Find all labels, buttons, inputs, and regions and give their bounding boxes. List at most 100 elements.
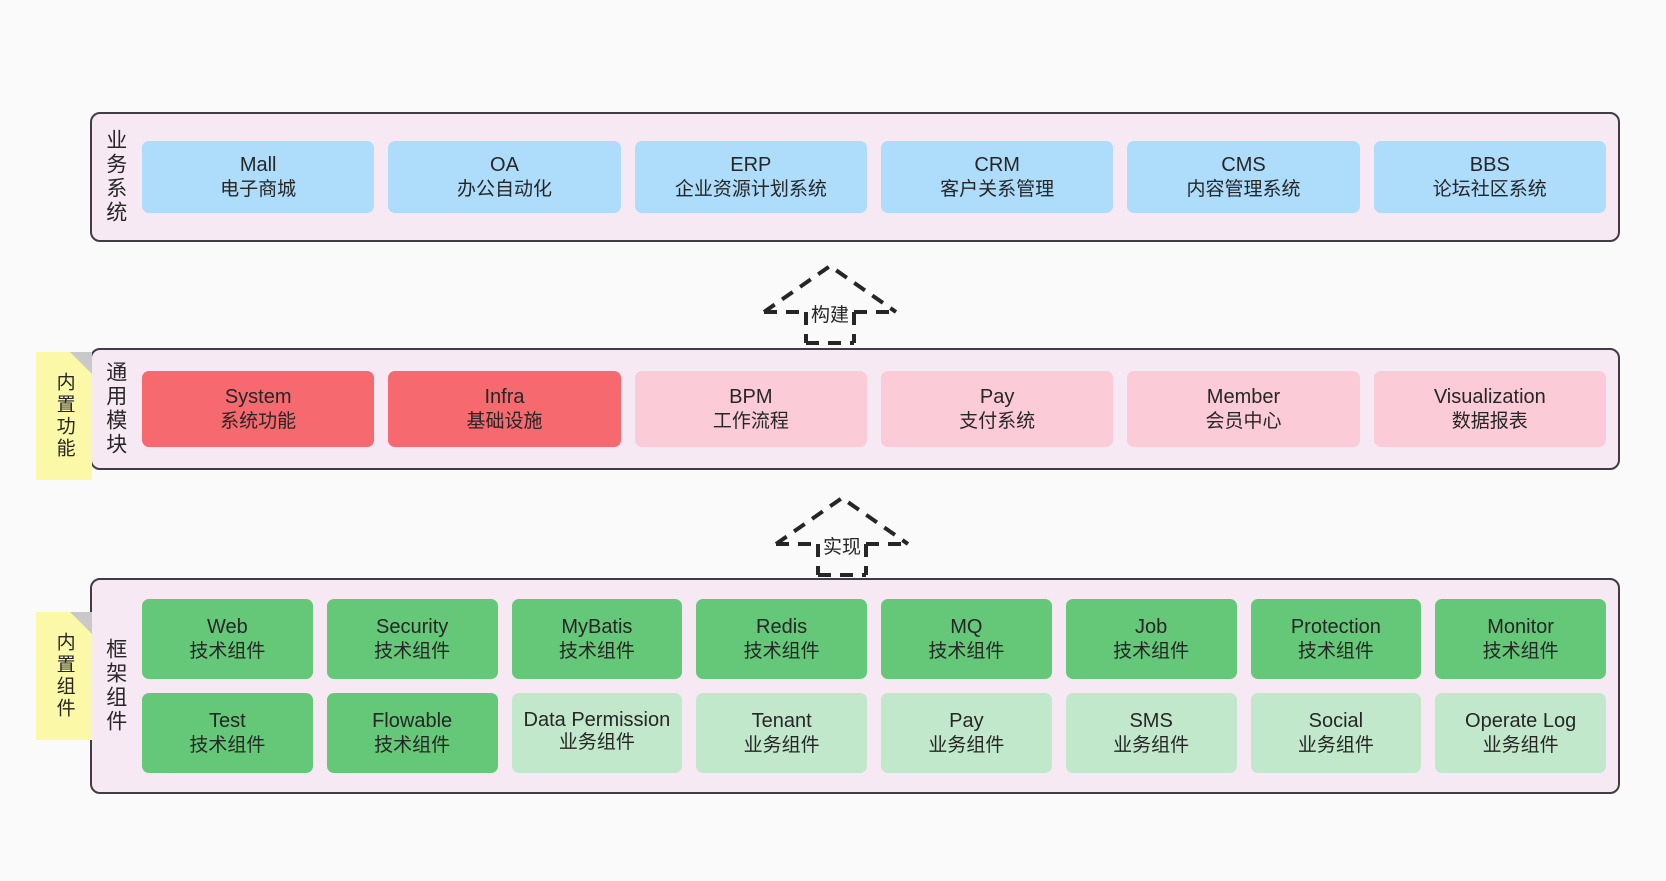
component-mybatis[interactable]: MyBatis 技术组件 [511,599,683,679]
module-visualization-cn: 数据报表 [1451,410,1528,432]
component-mq-cn: 技术组件 [928,640,1005,662]
layer-body-framework-component: Web 技术组件 Security 技术组件 MyBatis 技术组件 Redi… [138,580,1618,792]
component-mybatis-en: MyBatis [561,615,633,638]
component-test[interactable]: Test 技术组件 [142,693,313,773]
module-erp-en: ERP [730,153,772,176]
connector-implement: 实现 [772,492,912,577]
layer-body-common-module: System 系统功能 Infra 基础设施 BPM 工作流程 Pay 支付系统… [138,350,1618,468]
component-mybatis-cn: 技术组件 [558,640,635,662]
module-oa[interactable]: OA 办公自动化 [388,141,621,213]
component-sms-en: SMS [1129,709,1173,732]
framework-tech-row: Web 技术组件 Security 技术组件 MyBatis 技术组件 Redi… [142,599,1606,679]
layer-business-system: 业务系统 Mall 电子商城 OA 办公自动化 ERP 企业资源计划系统 CRM… [90,112,1620,242]
module-infra[interactable]: Infra 基础设施 [388,371,621,447]
component-web-cn: 技术组件 [189,640,266,662]
module-crm-cn: 客户关系管理 [940,178,1055,200]
note-builtin-function-label: 内置功能 [53,372,75,460]
component-sms-cn: 业务组件 [1113,734,1190,756]
component-tenant[interactable]: Tenant 业务组件 [696,693,867,773]
component-monitor[interactable]: Monitor 技术组件 [1435,599,1606,679]
layer-framework-component: 框架组件 Web 技术组件 Security 技术组件 MyBatis 技术组件… [90,578,1620,794]
connector-build: 构建 [760,260,900,345]
layer-title-common-module: 通用模块 [103,361,127,457]
component-tenant-en: Tenant [751,709,812,732]
module-member-cn: 会员中心 [1205,410,1282,432]
component-redis-en: Redis [756,615,808,638]
component-job-en: Job [1135,615,1168,638]
module-erp[interactable]: ERP 企业资源计划系统 [634,141,867,213]
component-security[interactable]: Security 技术组件 [326,599,498,679]
layer-title-framework-component: 框架组件 [103,638,127,734]
module-bpm-cn: 工作流程 [712,410,789,432]
module-visualization-en: Visualization [1433,385,1546,408]
module-system-en: System [224,385,292,408]
component-protection[interactable]: Protection 技术组件 [1250,599,1422,679]
component-social-en: Social [1308,709,1364,732]
module-crm-en: CRM [974,153,1020,176]
note-fold-icon [70,612,92,634]
module-member-en: Member [1206,385,1281,408]
component-security-en: Security [376,615,449,638]
module-pay-cn: 支付系统 [959,410,1036,432]
framework-business-row: Test 技术组件 Flowable 技术组件 Data Permission … [142,693,1606,773]
component-job[interactable]: Job 技术组件 [1065,599,1237,679]
module-system-cn: 系统功能 [220,410,297,432]
module-crm[interactable]: CRM 客户关系管理 [880,141,1114,213]
layer-title-business-system: 业务系统 [103,129,127,225]
module-infra-cn: 基础设施 [466,410,543,432]
module-cms[interactable]: CMS 内容管理系统 [1127,141,1360,213]
component-monitor-cn: 技术组件 [1482,640,1559,662]
component-social[interactable]: Social 业务组件 [1250,693,1422,773]
component-protection-en: Protection [1290,615,1381,638]
layer-body-business-system: Mall 电子商城 OA 办公自动化 ERP 企业资源计划系统 CRM 客户关系… [138,114,1618,240]
component-redis-cn: 技术组件 [743,640,820,662]
component-pay-en: Pay [949,709,984,732]
module-oa-cn: 办公自动化 [456,178,552,200]
module-mall[interactable]: Mall 电子商城 [142,141,375,213]
connector-build-label: 构建 [810,305,850,326]
component-pay-cn: 业务组件 [928,734,1005,756]
component-sms[interactable]: SMS 业务组件 [1065,693,1237,773]
module-visualization[interactable]: Visualization 数据报表 [1373,371,1606,447]
module-cms-en: CMS [1221,153,1266,176]
component-web-en: Web [206,615,248,638]
component-operate-log[interactable]: Operate Log 业务组件 [1435,693,1606,773]
module-bbs-en: BBS [1469,153,1510,176]
module-mall-cn: 电子商城 [220,178,297,200]
module-cms-cn: 内容管理系统 [1186,178,1301,200]
layer-common-module: 通用模块 System 系统功能 Infra 基础设施 BPM 工作流程 Pay… [90,348,1620,470]
component-mq-en: MQ [950,615,983,638]
module-bpm[interactable]: BPM 工作流程 [634,371,867,447]
note-builtin-component: 内置组件 [36,612,92,740]
component-flowable[interactable]: Flowable 技术组件 [326,693,498,773]
component-test-cn: 技术组件 [189,734,266,756]
note-builtin-component-label: 内置组件 [53,632,75,720]
module-system[interactable]: System 系统功能 [142,371,375,447]
component-data-permission-cn: 业务组件 [558,732,635,754]
module-bbs-cn: 论坛社区系统 [1432,178,1547,200]
component-tenant-cn: 业务组件 [743,734,820,756]
component-test-en: Test [209,709,246,732]
component-data-permission-en: Data Permission [523,708,671,731]
component-protection-cn: 技术组件 [1297,640,1374,662]
connector-implement-label: 实现 [822,537,862,558]
component-web[interactable]: Web 技术组件 [142,599,313,679]
module-mall-en: Mall [239,153,277,176]
component-monitor-en: Monitor [1487,615,1554,638]
module-oa-en: OA [490,153,519,176]
component-mq[interactable]: MQ 技术组件 [881,599,1052,679]
note-fold-icon [70,352,92,374]
module-bbs[interactable]: BBS 论坛社区系统 [1373,141,1606,213]
module-pay-en: Pay [979,385,1015,408]
component-operate-log-en: Operate Log [1465,709,1577,732]
component-job-cn: 技术组件 [1113,640,1190,662]
module-pay[interactable]: Pay 支付系统 [880,371,1114,447]
component-social-cn: 业务组件 [1297,734,1374,756]
component-operate-log-cn: 业务组件 [1482,734,1559,756]
common-module-row: System 系统功能 Infra 基础设施 BPM 工作流程 Pay 支付系统… [142,371,1606,447]
component-pay[interactable]: Pay 业务组件 [881,693,1052,773]
component-data-permission[interactable]: Data Permission 业务组件 [511,693,683,773]
module-member[interactable]: Member 会员中心 [1127,371,1360,447]
component-redis[interactable]: Redis 技术组件 [696,599,867,679]
